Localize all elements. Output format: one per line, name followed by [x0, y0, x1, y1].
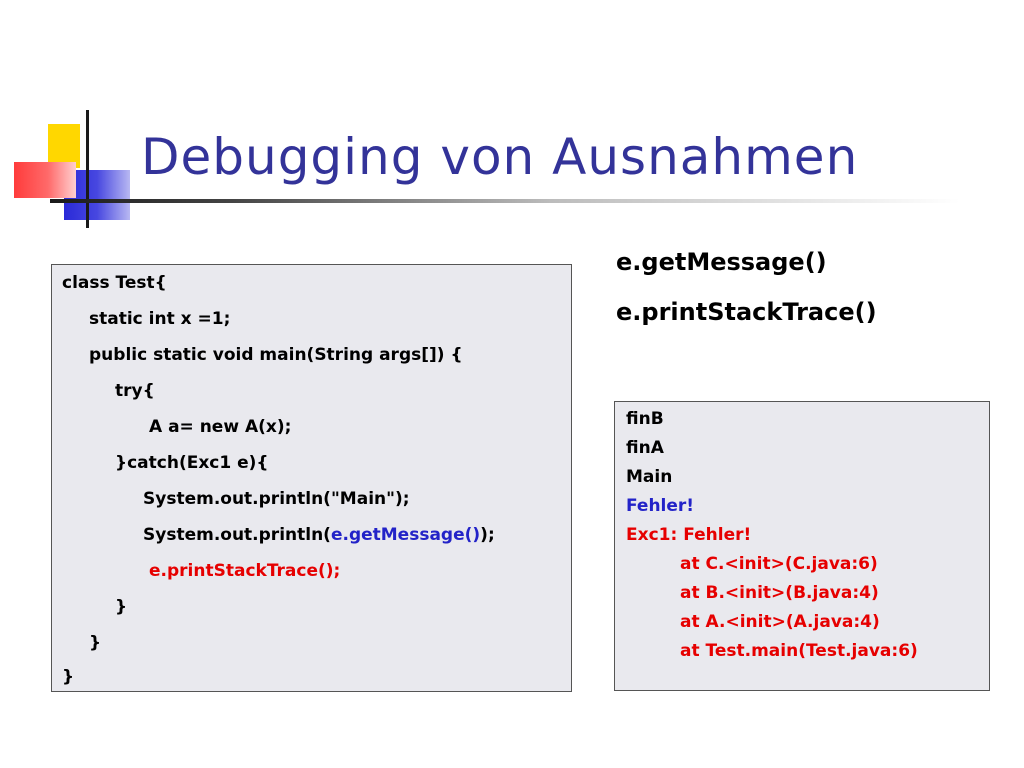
- code-line: public static void main(String args[]) {: [89, 345, 463, 365]
- output-line-exception: Exc1: Fehler!: [626, 525, 752, 545]
- code-line: static int x =1;: [89, 309, 231, 329]
- code-line: }: [89, 633, 102, 653]
- output-line: finA: [626, 438, 664, 458]
- title-underline: [50, 199, 960, 203]
- code-line-highlight: e.printStackTrace();: [149, 561, 341, 581]
- code-line: System.out.println("Main");: [143, 489, 410, 509]
- output-line-stacktrace: at Test.main(Test.java:6): [680, 641, 918, 661]
- code-line: try{: [115, 381, 155, 401]
- code-line: A a= new A(x);: [149, 417, 292, 437]
- logo-red-square: [14, 162, 76, 198]
- logo-vertical-line: [86, 110, 89, 228]
- code-segment-highlight: e.getMessage(): [330, 525, 481, 545]
- code-line: }catch(Exc1 e){: [115, 453, 269, 473]
- code-line: class Test{: [62, 273, 167, 293]
- slide-title: Debugging von Ausnahmen: [141, 128, 859, 186]
- logo-yellow-square: [48, 124, 80, 168]
- code-segment: );: [480, 525, 495, 545]
- output-line-stacktrace: at C.<init>(C.java:6): [680, 554, 878, 574]
- code-segment: System.out.println(: [143, 525, 331, 545]
- code-line: }: [62, 667, 75, 687]
- output-line-stacktrace: at B.<init>(B.java:4): [680, 583, 879, 603]
- output-box: finB finA Main Fehler! Exc1: Fehler! at …: [614, 401, 990, 691]
- code-line: }: [115, 597, 128, 617]
- output-line: finB: [626, 409, 664, 429]
- method-get-message: e.getMessage(): [616, 248, 827, 276]
- code-line: System.out.println(e.getMessage());: [143, 525, 495, 545]
- output-line: Main: [626, 467, 673, 487]
- code-listing-box: class Test{ static int x =1; public stat…: [51, 264, 572, 692]
- output-line-message: Fehler!: [626, 496, 695, 516]
- output-line-stacktrace: at A.<init>(A.java:4): [680, 612, 880, 632]
- method-print-stack-trace: e.printStackTrace(): [616, 298, 877, 326]
